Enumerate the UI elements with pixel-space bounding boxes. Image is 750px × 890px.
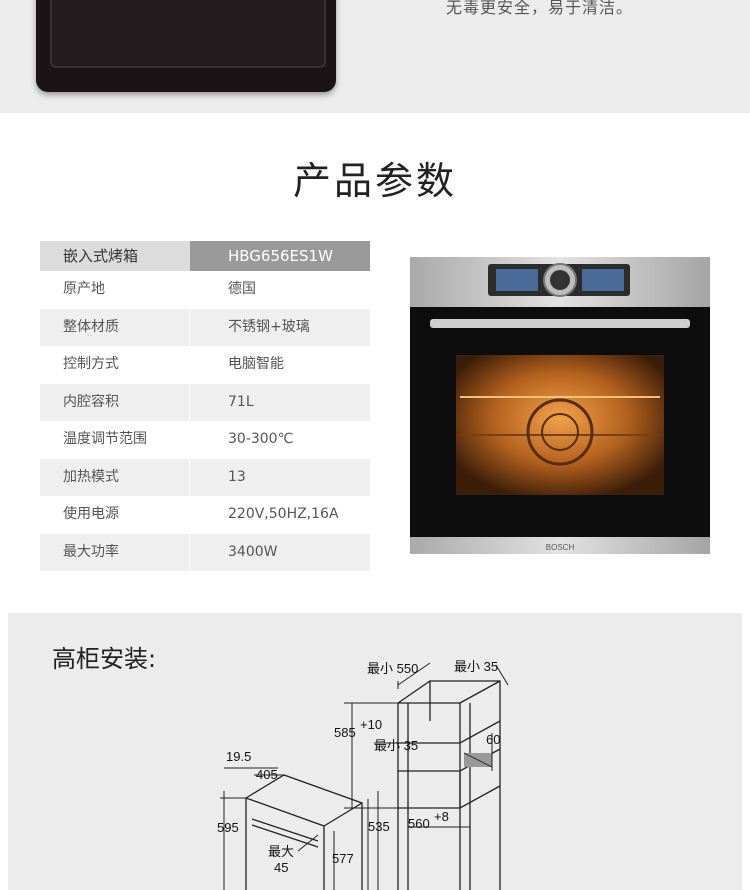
baking-tray-image bbox=[36, 0, 336, 92]
spec-row: 整体材质 不锈钢+玻璃 bbox=[40, 308, 370, 346]
dim-585-tolerance: +10 bbox=[360, 717, 382, 732]
spec-row: 温度调节范围 30-300℃ bbox=[40, 421, 370, 459]
dim-535: 535 bbox=[368, 819, 390, 834]
spec-header-row: 嵌入式烤箱 HBG656ES1W bbox=[40, 241, 370, 271]
dim-560: 560 bbox=[408, 816, 430, 831]
cabinet-dimension-lines bbox=[344, 662, 509, 890]
installation-title: 高柜安装: bbox=[52, 645, 157, 673]
spec-header-model: HBG656ES1W bbox=[190, 241, 370, 271]
banner-text: 无毒更安全，易于清洁。 bbox=[446, 0, 634, 17]
spec-value: 不锈钢+玻璃 bbox=[228, 318, 310, 335]
spec-value: 3400W bbox=[228, 543, 278, 560]
oven-bottom-strip bbox=[410, 537, 710, 554]
spec-row: 最大功率 3400W bbox=[40, 533, 370, 571]
baking-tray-inner bbox=[50, 0, 326, 68]
spec-value: 30-300℃ bbox=[228, 431, 294, 447]
section-title: 产品参数 bbox=[292, 159, 457, 203]
door-handle bbox=[430, 319, 690, 328]
left-display bbox=[496, 269, 538, 291]
spec-label: 最大功率 bbox=[40, 533, 190, 571]
tall-cabinet bbox=[397, 680, 501, 890]
spec-value: 德国 bbox=[228, 281, 256, 297]
control-knob-center bbox=[550, 270, 570, 290]
spec-table: 嵌入式烤箱 HBG656ES1W 原产地 德国 整体材质 不锈钢+玻璃 控制方式… bbox=[40, 241, 370, 571]
spec-row: 原产地 德国 bbox=[40, 271, 370, 309]
top-banner: 无毒更安全，易于清洁。 bbox=[0, 0, 750, 113]
dim-min-550: 最小 550 bbox=[367, 661, 418, 676]
spec-row: 使用电源 220V,50HZ,16A bbox=[40, 496, 370, 534]
spec-label: 加热模式 bbox=[40, 458, 190, 496]
brand-logo: BOSCH bbox=[546, 543, 575, 552]
spec-value: 电脑智能 bbox=[228, 356, 284, 372]
oven-photo: BOSCH bbox=[410, 257, 710, 554]
spec-row: 加热模式 13 bbox=[40, 458, 370, 496]
right-display bbox=[582, 269, 624, 291]
dim-max-label: 最大 bbox=[268, 844, 294, 859]
installation-section: 最小 550 最小 35 585 +10 最小 35 60 19.5 405 5… bbox=[8, 613, 742, 890]
spec-label: 控制方式 bbox=[63, 356, 119, 372]
spec-value: 13 bbox=[228, 468, 246, 485]
spec-label: 整体材质 bbox=[40, 308, 190, 346]
oven-unit-drawing bbox=[245, 774, 363, 890]
spec-label: 内腔容积 bbox=[40, 383, 190, 421]
spec-row: 内腔容积 71L bbox=[40, 383, 370, 421]
dim-560-tolerance: +8 bbox=[434, 809, 449, 824]
vent-hatch bbox=[463, 752, 493, 768]
dim-577: 577 bbox=[332, 851, 354, 866]
dim-min-35-mid: 最小 35 bbox=[374, 738, 418, 753]
dim-60: 60 bbox=[486, 732, 500, 747]
spec-value: 220V,50HZ,16A bbox=[228, 506, 339, 522]
dim-max-45: 45 bbox=[274, 860, 288, 875]
installation-diagram: 最小 550 最小 35 585 +10 最小 35 60 19.5 405 5… bbox=[217, 659, 509, 890]
spec-label: 原产地 bbox=[63, 281, 105, 297]
dim-585: 585 bbox=[334, 725, 356, 740]
oven-window bbox=[456, 355, 664, 495]
spec-row: 控制方式 电脑智能 bbox=[40, 346, 370, 384]
spec-label: 温度调节范围 bbox=[63, 431, 147, 447]
spec-value: 71L bbox=[228, 393, 254, 410]
oven-fan-icon bbox=[526, 398, 594, 466]
dim-min-35-top: 最小 35 bbox=[454, 659, 498, 674]
dim-19-5: 19.5 bbox=[226, 749, 251, 764]
dim-405: 405 bbox=[256, 767, 278, 782]
dim-595: 595 bbox=[217, 820, 239, 835]
oven-dimension-lines bbox=[220, 767, 369, 890]
oven-fan-inner bbox=[541, 413, 579, 451]
spec-header-label: 嵌入式烤箱 bbox=[40, 241, 190, 271]
spec-label: 使用电源 bbox=[63, 506, 119, 522]
